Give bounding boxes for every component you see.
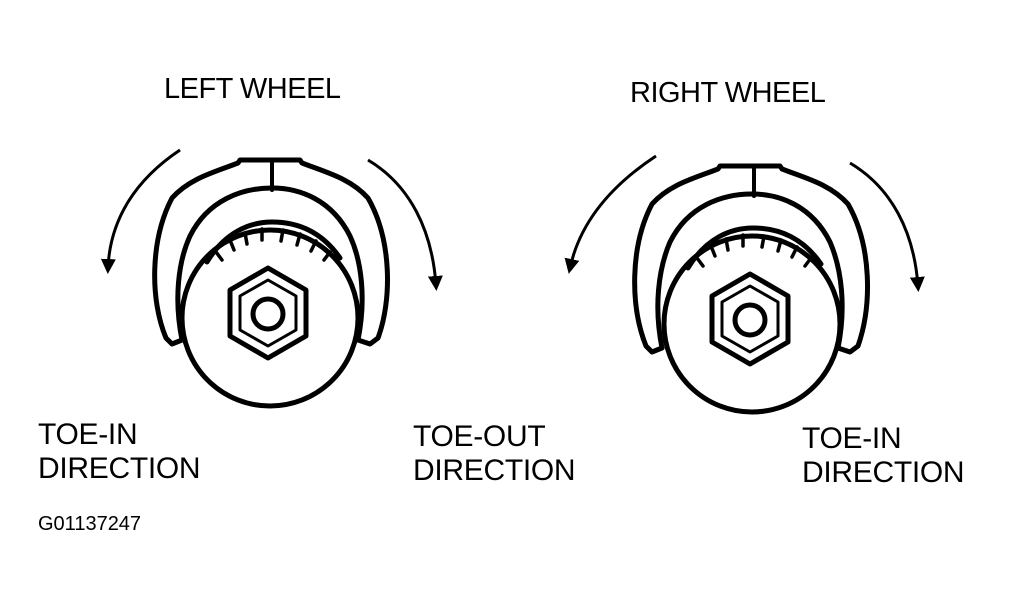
right-wheel-assembly xyxy=(632,163,870,415)
left-toe-out-line1: TOE-OUT xyxy=(413,420,546,453)
right-wheel-title: RIGHT WHEEL xyxy=(630,77,826,109)
left-wheel-assembly xyxy=(152,157,390,409)
left-wheel-title: LEFT WHEEL xyxy=(164,73,341,105)
right-toe-in-line1: TOE-IN xyxy=(802,422,902,455)
left-toe-in-line2: DIRECTION xyxy=(38,452,201,485)
left-toe-out-arrow-icon xyxy=(367,158,443,291)
left-bracket xyxy=(152,157,390,347)
right-toe-in-arrow-icon xyxy=(849,161,925,292)
right-ccw-arrow-icon xyxy=(564,154,657,274)
right-toe-in-line2: DIRECTION xyxy=(802,456,965,489)
left-toe-in-line1: TOE-IN xyxy=(38,418,138,451)
right-bracket xyxy=(632,163,870,355)
left-toe-out-line2: DIRECTION xyxy=(413,454,576,487)
left-toe-in-arrow-icon xyxy=(100,148,181,274)
figure-code: G01137247 xyxy=(38,513,142,535)
